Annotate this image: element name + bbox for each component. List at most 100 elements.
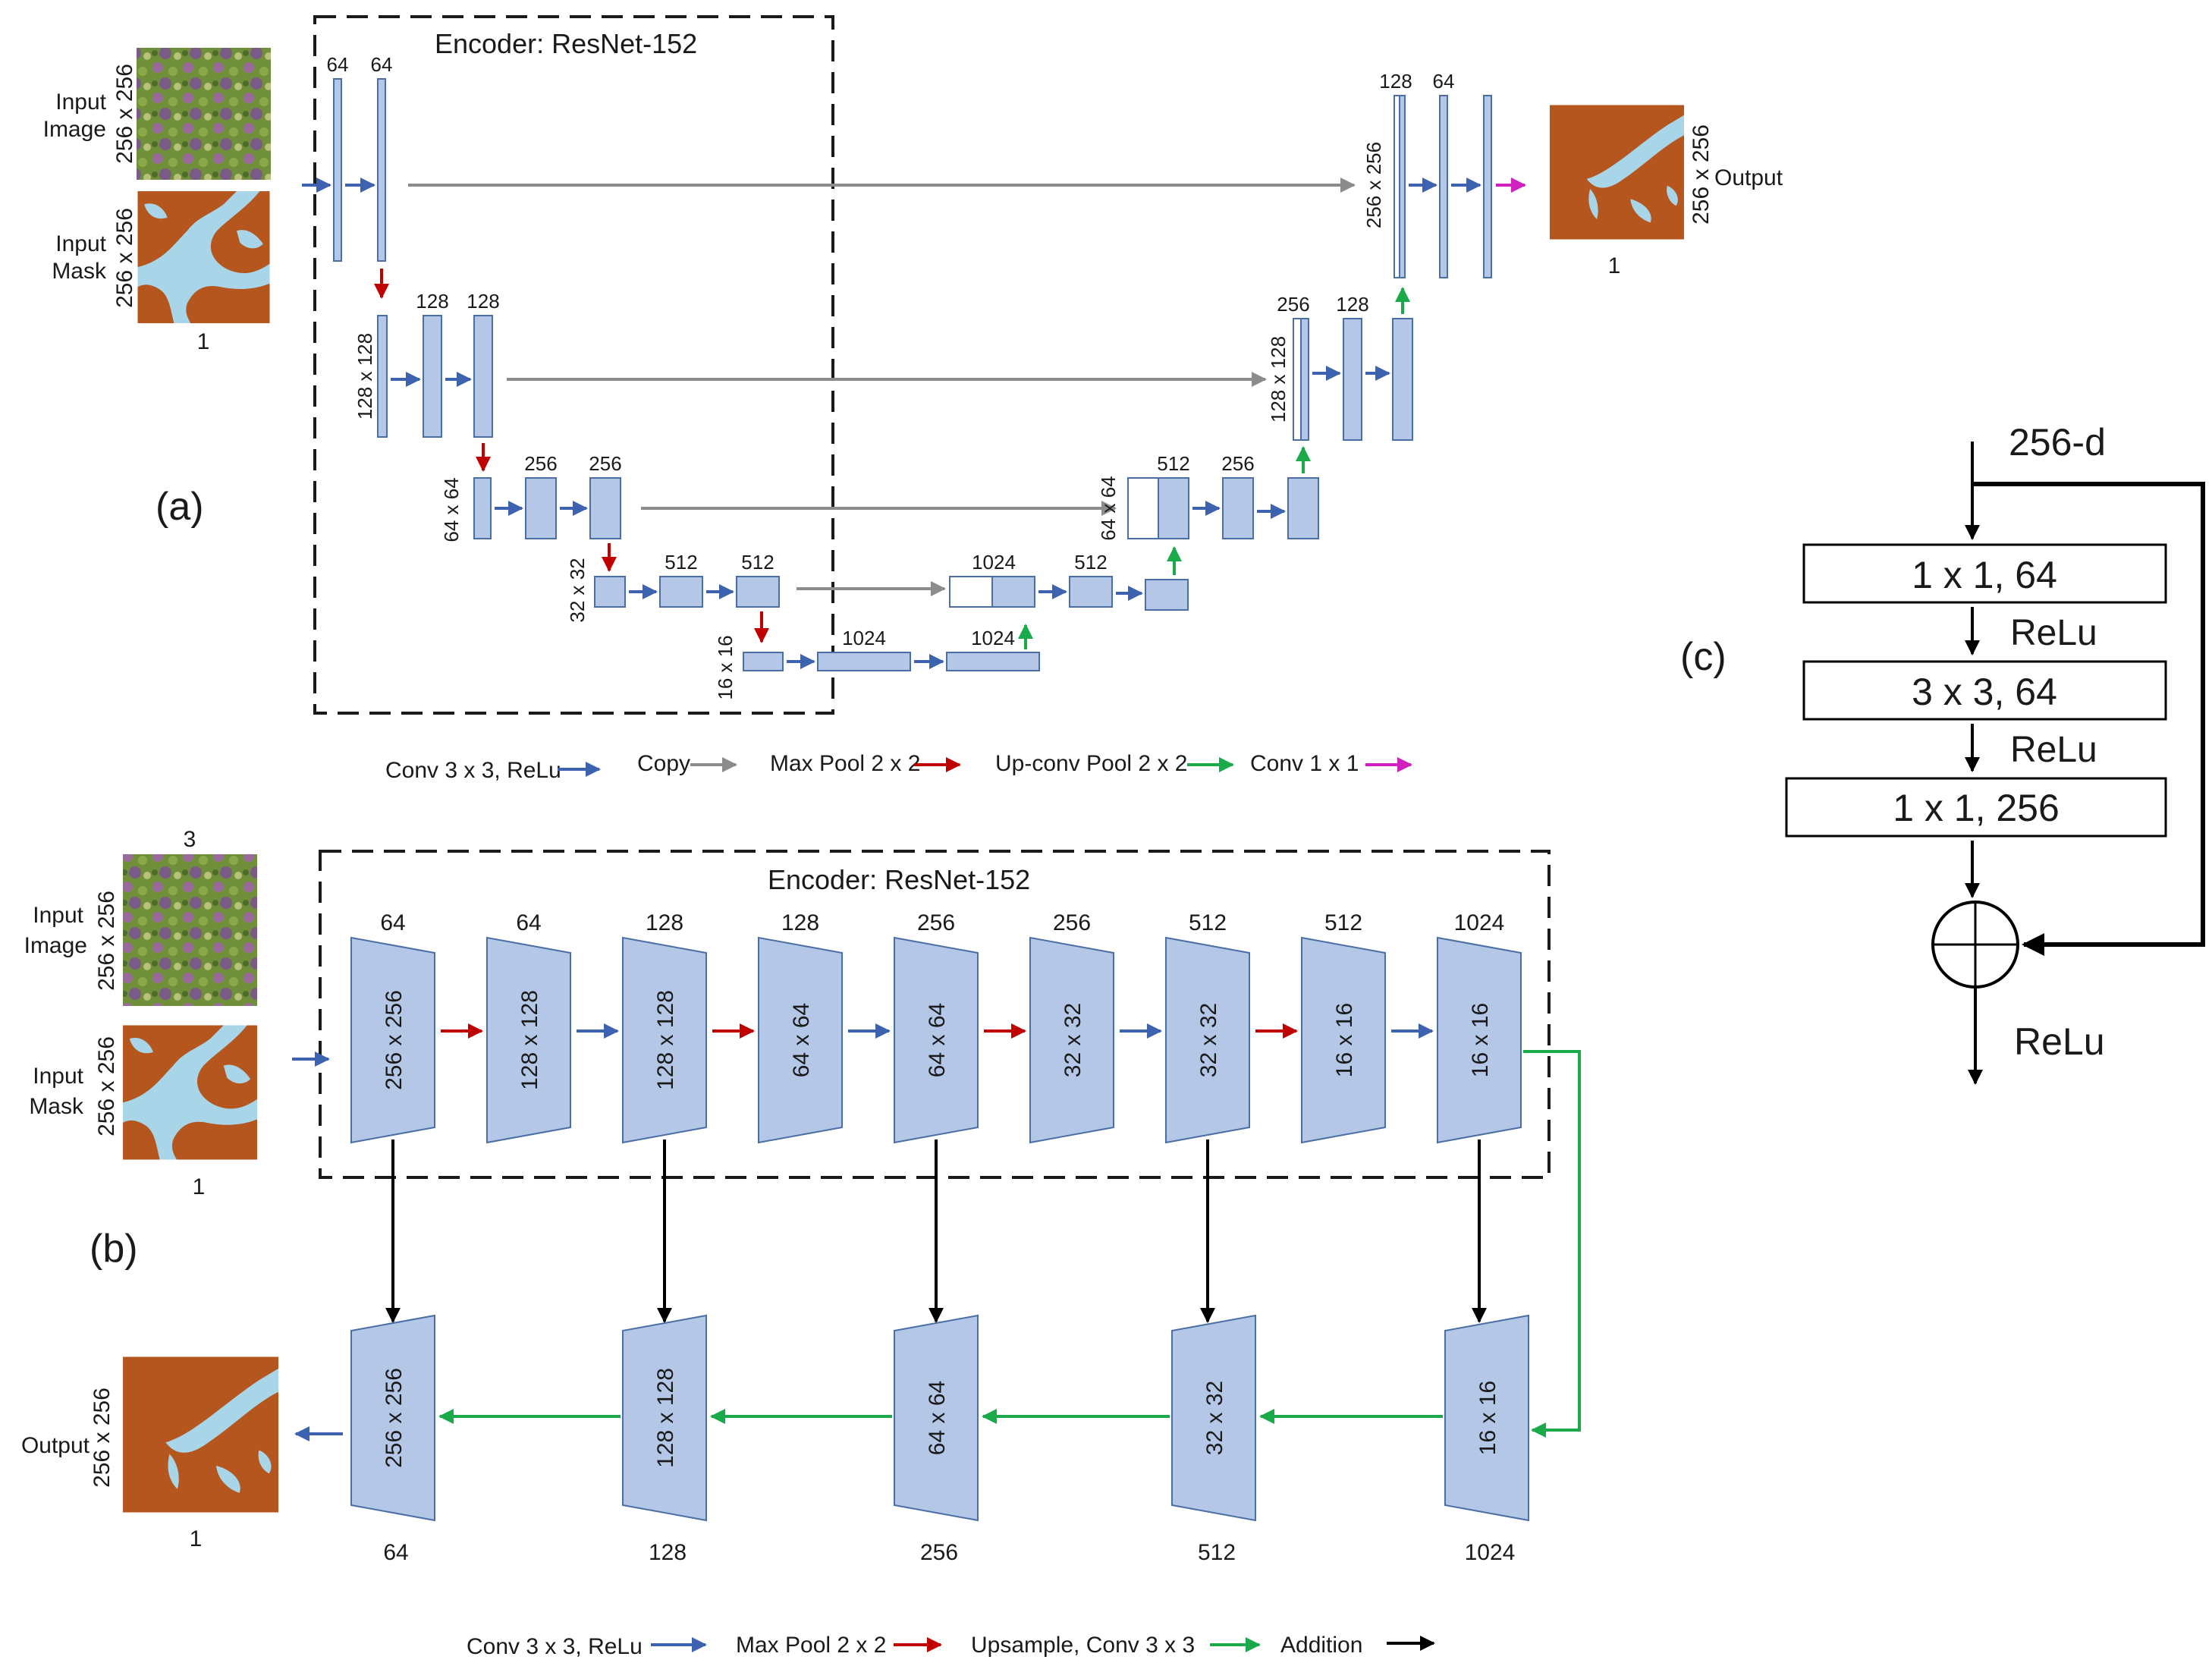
legend-b-addition-label: Addition bbox=[1280, 1633, 1362, 1658]
bottom-block-0 bbox=[743, 652, 784, 671]
dec-copy-l4 bbox=[949, 576, 993, 608]
encoder-block-b bbox=[1301, 936, 1386, 1144]
input-image-label-line1: Input bbox=[55, 90, 106, 115]
decoder-block-b bbox=[1171, 1314, 1256, 1522]
decoder-block-b bbox=[894, 1314, 979, 1522]
bottom-block-2 bbox=[946, 652, 1040, 671]
encoder-block-size: 32 x 32 bbox=[1060, 1003, 1086, 1077]
residual-layer-2 bbox=[1802, 660, 2167, 721]
channels-dec-l4-1: 1024 bbox=[972, 551, 1016, 574]
decoder-block-channels: 256 bbox=[920, 1540, 958, 1565]
dec-block-l2-1 bbox=[1343, 318, 1362, 441]
legend-b-conv-label: Conv 3 x 3, ReLu bbox=[467, 1634, 643, 1659]
channels-enc-l3-1: 256 bbox=[524, 452, 557, 475]
enc-block-l1-2 bbox=[377, 78, 386, 262]
encoder-block-channels: 1024 bbox=[1454, 910, 1505, 935]
encoder-block-channels: 512 bbox=[1324, 910, 1362, 935]
dec-block-l3-1 bbox=[1222, 477, 1254, 539]
decoder-block-size: 256 x 256 bbox=[382, 1368, 407, 1468]
dec-block-l2-0 bbox=[1300, 318, 1309, 441]
legend-conv1x1-label: Conv 1 x 1 bbox=[1250, 751, 1359, 776]
enc-block-l2-0 bbox=[377, 315, 388, 438]
encoder-block-channels: 128 bbox=[646, 910, 683, 935]
channels-enc-l1-2: 64 bbox=[371, 53, 393, 76]
channels-dec-l3-1: 512 bbox=[1157, 452, 1189, 475]
encoder-block-b bbox=[894, 936, 979, 1144]
channels-dec-l3-2: 256 bbox=[1221, 452, 1254, 475]
dec-size-l3: 64 x 64 bbox=[1097, 476, 1120, 540]
channels-dec-l4-2: 512 bbox=[1074, 551, 1107, 574]
residual-input-dim: 256-d bbox=[2009, 421, 2106, 464]
legend-upconv-label: Up-conv Pool 2 x 2 bbox=[995, 751, 1187, 776]
upsample-path-bottom bbox=[1523, 1050, 1581, 1438]
input-image-size: 256 x 256 bbox=[112, 64, 137, 164]
output-label: Output bbox=[1714, 165, 1783, 190]
dec-block-l3-2 bbox=[1287, 477, 1319, 539]
decoder-block-channels: 1024 bbox=[1465, 1540, 1516, 1565]
input-image-label-line1-b: Input bbox=[33, 903, 83, 928]
input-channels-b: 3 bbox=[184, 827, 196, 852]
encoder-block-b bbox=[1029, 936, 1114, 1144]
channels-dec-l2-1: 256 bbox=[1277, 293, 1309, 316]
dec-block-l4-0 bbox=[991, 576, 1035, 608]
dec-block-l1-1 bbox=[1439, 95, 1448, 278]
channels-enc-l2-1: 128 bbox=[416, 290, 448, 313]
input-mask-size-b: 256 x 256 bbox=[94, 1036, 119, 1136]
channels-dec-l1-1: 128 bbox=[1379, 70, 1412, 93]
encoder-block-size: 64 x 64 bbox=[789, 1003, 814, 1077]
output-channels-b: 1 bbox=[190, 1526, 203, 1551]
input-mask-label-line1: Input bbox=[55, 231, 106, 256]
legend-maxpool-label: Max Pool 2 x 2 bbox=[770, 751, 920, 776]
decoder-block-b bbox=[1444, 1314, 1529, 1522]
aerial-image-thumbnail bbox=[123, 854, 257, 1006]
channels-bottom-2: 1024 bbox=[971, 627, 1015, 649]
residual-layer-3-label: 1 x 1, 256 bbox=[1893, 787, 2060, 829]
encoder-block-channels: 64 bbox=[380, 910, 405, 935]
residual-skip-path bbox=[1972, 482, 2205, 956]
encoder-block-size: 256 x 256 bbox=[382, 990, 407, 1090]
input-mask-label-line1-b: Input bbox=[33, 1064, 83, 1089]
input-image-size-b: 256 x 256 bbox=[94, 891, 119, 991]
encoder-block-b bbox=[622, 936, 707, 1144]
panel-b-label: (b) bbox=[90, 1227, 138, 1271]
input-mask-label-line2: Mask bbox=[52, 259, 107, 284]
channels-enc-l2-2: 128 bbox=[467, 290, 499, 313]
enc-block-l4-0 bbox=[594, 576, 626, 608]
mask-thumbnail bbox=[123, 1025, 257, 1160]
mask-thumbnail bbox=[137, 191, 270, 323]
output-size-b: 256 x 256 bbox=[90, 1388, 115, 1488]
input-mask-size: 256 x 256 bbox=[112, 208, 137, 308]
enc-block-l4-1 bbox=[659, 576, 703, 608]
legend-copy-label: Copy bbox=[637, 751, 690, 776]
channels-enc-l3-2: 256 bbox=[589, 452, 621, 475]
decoder-block-size: 16 x 16 bbox=[1475, 1381, 1500, 1455]
enc-block-l1-1 bbox=[333, 78, 342, 262]
output-mask-thumbnail bbox=[1550, 105, 1684, 240]
encoder-title-a: Encoder: ResNet-152 bbox=[435, 28, 697, 59]
decoder-block-size: 128 x 128 bbox=[653, 1368, 678, 1468]
enc-block-l4-2 bbox=[736, 576, 780, 608]
encoder-title-b: Encoder: ResNet-152 bbox=[768, 864, 1030, 895]
input-mask-channels: 1 bbox=[197, 329, 210, 354]
encoder-block-size: 16 x 16 bbox=[1332, 1003, 1357, 1077]
input-image-label-line2-b: Image bbox=[24, 933, 87, 958]
decoder-block-b bbox=[350, 1314, 435, 1522]
encoder-box-a bbox=[313, 15, 834, 715]
decoder-block-channels: 512 bbox=[1198, 1540, 1236, 1565]
encoder-block-size: 128 x 128 bbox=[517, 990, 542, 1090]
enc-block-l2-1 bbox=[423, 315, 442, 438]
decoder-block-size: 32 x 32 bbox=[1202, 1381, 1227, 1455]
decoder-block-channels: 128 bbox=[649, 1540, 687, 1565]
encoder-block-b bbox=[1437, 936, 1522, 1144]
dec-block-l4-1 bbox=[1069, 576, 1113, 608]
encoder-block-channels: 128 bbox=[781, 910, 819, 935]
encoder-block-size: 128 x 128 bbox=[653, 990, 678, 1090]
residual-layer-3 bbox=[1785, 777, 2167, 838]
encoder-block-b bbox=[486, 936, 571, 1144]
legend-conv-label: Conv 3 x 3, ReLu bbox=[385, 758, 561, 783]
legend-b-maxpool-label: Max Pool 2 x 2 bbox=[736, 1633, 886, 1658]
output-label-b: Output bbox=[21, 1433, 90, 1458]
